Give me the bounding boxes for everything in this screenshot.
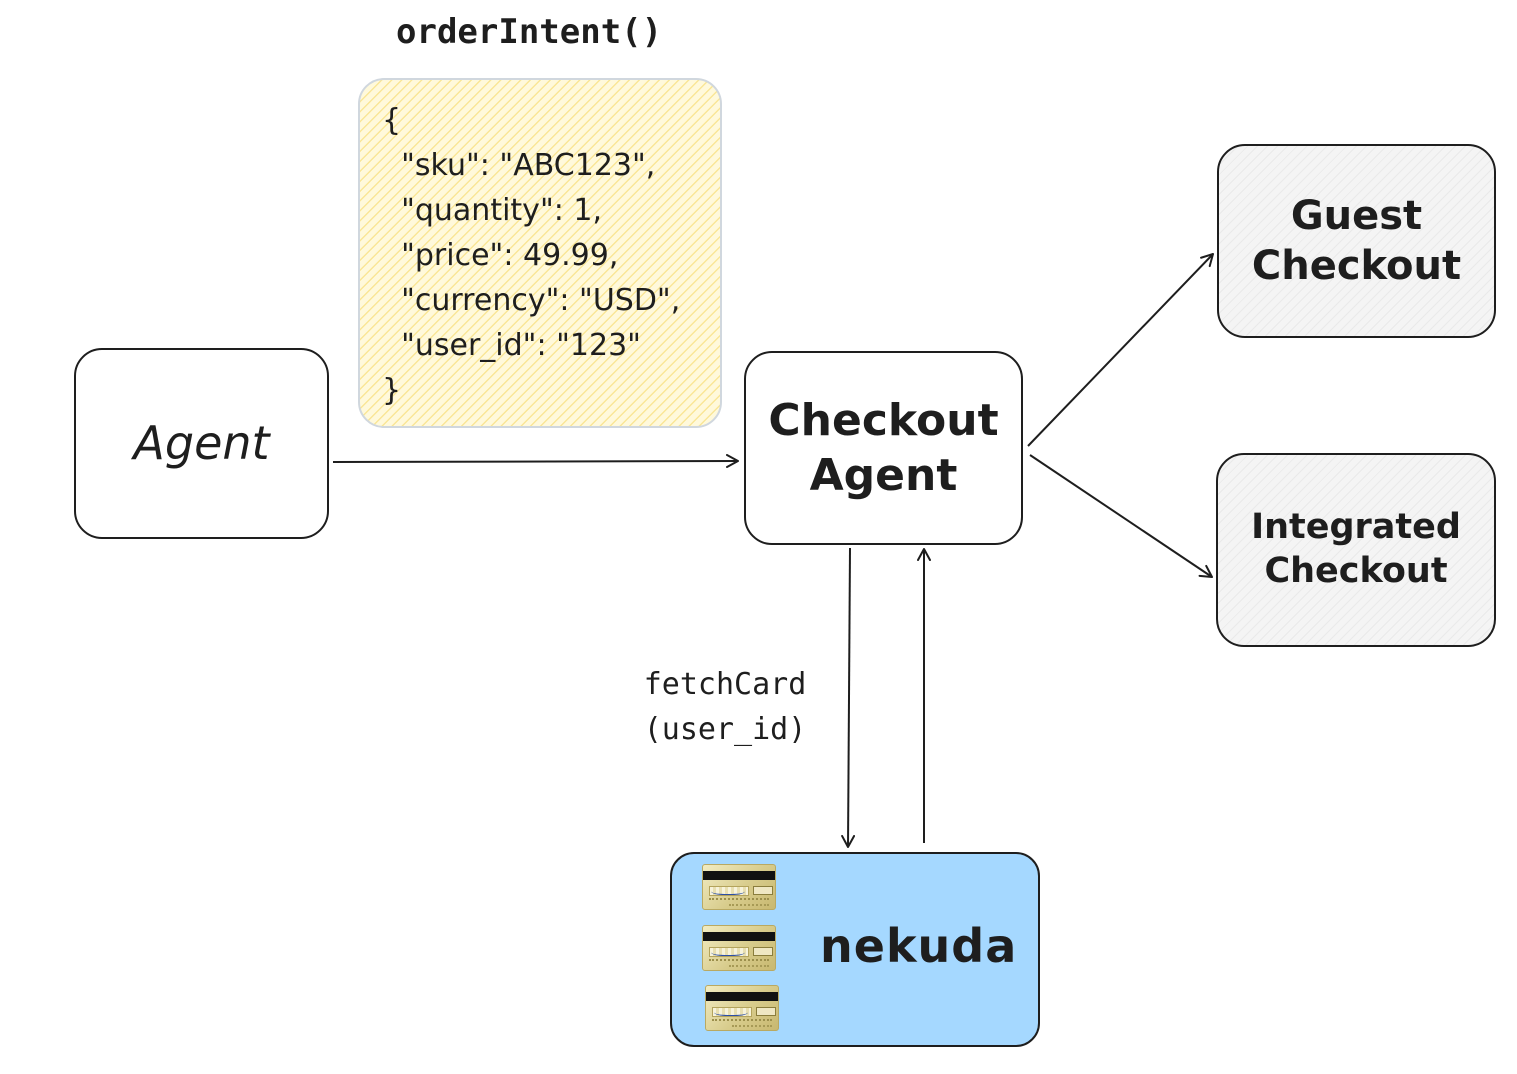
credit-card-icon [702,925,776,971]
arrow-checkout-agent-to-nekuda [841,547,856,848]
agent-node: Agent [74,348,329,539]
arrow-checkout-agent-to-integrated-checkout [1029,454,1213,578]
order-intent-label: orderIntent() [396,12,663,52]
guest-checkout-node-label: Guest Checkout [1251,193,1462,289]
credit-card-icon [705,985,779,1031]
fetch-card-label: fetchCard (user_id) [643,667,807,747]
arrow-checkout-agent-to-guest-checkout [1027,253,1214,447]
nekuda-node-label: nekuda [820,919,1018,973]
order-intent-payload-text: { "sku": "ABC123", "quantity": 1, "price… [382,103,681,408]
guest-checkout-node: Guest Checkout [1217,144,1496,338]
checkout-agent-node: Checkout Agent [744,351,1023,545]
agent-node-label: Agent [133,415,270,470]
order-intent-payload-note: { "sku": "ABC123", "quantity": 1, "price… [358,78,722,428]
credit-card-icon [702,864,776,910]
checkout-agent-node-label: Checkout Agent [768,395,999,501]
integrated-checkout-node: Integrated Checkout [1216,453,1496,647]
arrow-agent-to-checkout-agent [332,454,739,469]
integrated-checkout-node-label: Integrated Checkout [1251,507,1461,591]
